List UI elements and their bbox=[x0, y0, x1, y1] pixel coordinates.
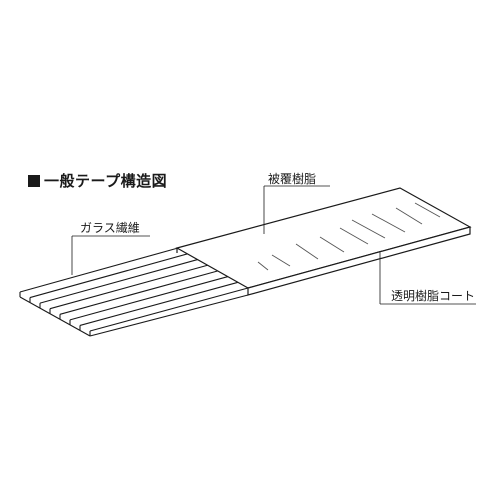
glass-fiber-bundle-front-edge bbox=[19, 296, 91, 337]
glass-fiber-strand bbox=[19, 247, 179, 293]
clear-coat-hatch-line bbox=[271, 254, 291, 267]
clear-coat-hatch-line bbox=[351, 219, 386, 239]
clear-coat-hatch-line bbox=[371, 213, 406, 233]
glass-fiber-strand bbox=[89, 287, 249, 332]
glass-fiber-strand bbox=[79, 281, 239, 326]
glass-fiber-label: ガラス繊維 bbox=[80, 221, 140, 235]
clear-resin-coat-label: 透明樹脂コート bbox=[391, 289, 476, 303]
glass-fiber-strand bbox=[69, 276, 229, 321]
glass-fiber-strand bbox=[29, 253, 189, 299]
diagram-title-text: 一般テープ構造図 bbox=[44, 172, 168, 190]
clear-coat-hatch-line bbox=[339, 227, 369, 245]
glass-fiber-strand bbox=[49, 264, 209, 310]
coating-resin-panel-edge bbox=[247, 226, 471, 296]
diagram-title: 一般テープ構造図 bbox=[28, 170, 167, 191]
title-square-bullet-icon bbox=[28, 174, 40, 187]
clear-coat-hatching bbox=[257, 202, 441, 271]
clear-coat-hatch-line bbox=[319, 236, 345, 253]
glass-fiber-strand bbox=[39, 258, 199, 304]
clear-coat-hatch-line bbox=[395, 207, 423, 225]
glass-fiber-strand bbox=[59, 270, 219, 315]
clear-coat-hatch-line bbox=[295, 243, 319, 260]
clear-coat-hatch-line bbox=[414, 202, 441, 218]
coating-resin-label: 被覆樹脂 bbox=[268, 172, 317, 186]
glass-fiber-strands bbox=[19, 247, 249, 337]
clear-coat-hatch-line bbox=[257, 261, 269, 271]
glass-fiber-bundle-side-edge bbox=[89, 294, 249, 337]
